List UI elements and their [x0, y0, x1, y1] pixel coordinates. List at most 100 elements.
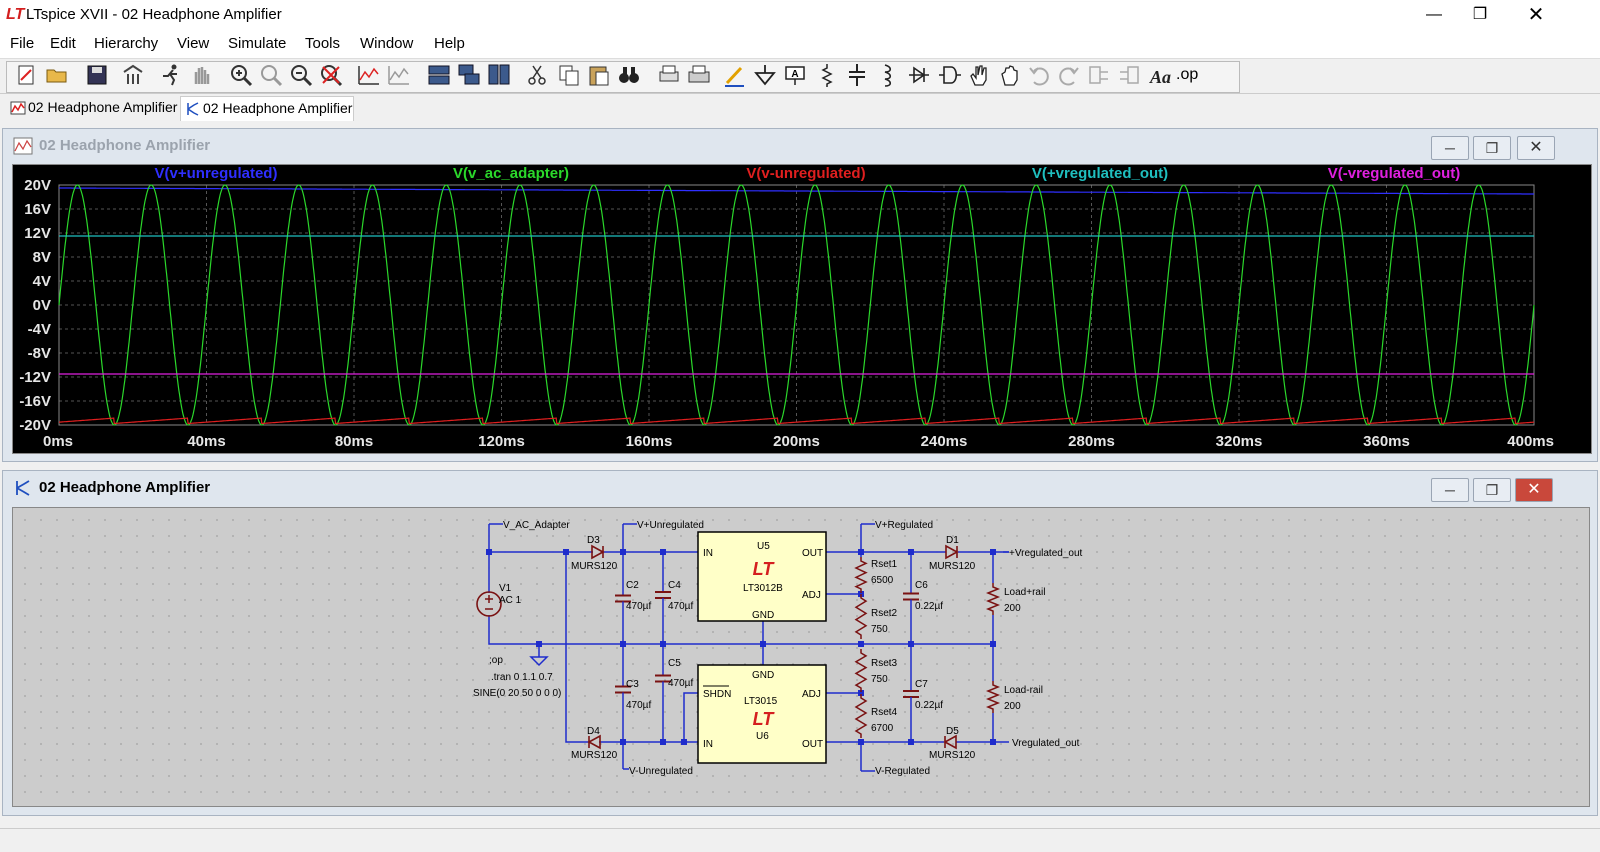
legend-entry[interactable]: V(v-unregulated): [746, 165, 865, 182]
menu-file[interactable]: File: [10, 35, 35, 52]
text-icon[interactable]: Aa: [1148, 62, 1174, 88]
legend-entry[interactable]: V(v_ac_adapter): [453, 165, 569, 182]
component-value: 200: [1004, 603, 1021, 614]
spice-directive-icon[interactable]: .op: [1176, 66, 1199, 83]
run-simulation-icon[interactable]: [158, 62, 184, 88]
capacitor-c6[interactable]: [903, 590, 919, 603]
autoscale-icon[interactable]: [356, 62, 382, 88]
schematic-window-titlebar[interactable]: 02 Headphone Amplifier ─ ❐ ✕: [3, 471, 1597, 505]
junction: [660, 739, 666, 745]
inductor-icon[interactable]: [874, 62, 900, 88]
plot-settings-icon[interactable]: [386, 62, 412, 88]
ic-u6[interactable]: [697, 664, 827, 764]
resistor-rset1[interactable]: [854, 557, 868, 593]
ground-icon[interactable]: [752, 62, 778, 88]
capacitor-c5[interactable]: [655, 668, 671, 689]
resistor-load-negative[interactable]: [985, 681, 1001, 713]
move-icon[interactable]: [966, 62, 992, 88]
copy-icon[interactable]: [556, 62, 582, 88]
tab-waveform[interactable]: 02 Headphone Amplifier: [6, 96, 178, 121]
drag-icon[interactable]: [996, 62, 1022, 88]
tab-schematic[interactable]: 02 Headphone Amplifier: [180, 96, 354, 121]
rotate-icon[interactable]: [1086, 62, 1112, 88]
capacitor-c2[interactable]: [615, 588, 631, 609]
capacitor-c4[interactable]: [655, 583, 671, 607]
maximize-icon[interactable]: ❐: [1472, 6, 1488, 23]
tab-label: 02 Headphone Amplifier: [28, 99, 178, 115]
zoom-cancel-icon[interactable]: [318, 62, 344, 88]
capacitor-c7[interactable]: [903, 687, 919, 701]
zoom-in-icon[interactable]: [228, 62, 254, 88]
capacitor-icon[interactable]: [844, 62, 870, 88]
diode-d4[interactable]: [587, 734, 601, 750]
paste-icon[interactable]: [586, 62, 612, 88]
undo-icon[interactable]: [1026, 62, 1052, 88]
diode-icon[interactable]: [906, 62, 932, 88]
legend-entry[interactable]: V(v+unregulated): [155, 165, 278, 182]
print-icon[interactable]: [686, 62, 712, 88]
open-folder-icon[interactable]: [44, 62, 70, 88]
minimize-icon[interactable]: —: [1426, 6, 1442, 23]
minimize-icon[interactable]: ─: [1431, 136, 1469, 160]
component-value: 470µf: [668, 601, 693, 612]
ic-u5[interactable]: [697, 531, 827, 622]
halt-icon[interactable]: [188, 62, 214, 88]
restore-icon[interactable]: ❐: [1473, 136, 1511, 160]
waveform-window-titlebar[interactable]: 02 Headphone Amplifier ─ ❐ ✕: [3, 129, 1597, 163]
restore-icon[interactable]: ❐: [1473, 478, 1511, 502]
ground-symbol[interactable]: [529, 656, 549, 667]
close-icon[interactable]: ✕: [1517, 136, 1555, 160]
component-ref: D5: [946, 726, 959, 737]
cut-icon[interactable]: [524, 62, 550, 88]
resistor-rset2[interactable]: [854, 594, 868, 639]
component-icon[interactable]: [936, 62, 962, 88]
diode-d3[interactable]: [591, 544, 605, 560]
resistor-rset4[interactable]: [854, 694, 868, 738]
zoom-out-icon[interactable]: [288, 62, 314, 88]
redo-icon[interactable]: [1056, 62, 1082, 88]
tile-horizontal-icon[interactable]: [426, 62, 452, 88]
menu-simulate[interactable]: Simulate: [228, 35, 287, 52]
menu-view[interactable]: View: [177, 35, 210, 52]
component-value: 200: [1004, 701, 1021, 712]
draw-wire-icon[interactable]: [722, 62, 748, 88]
save-icon[interactable]: [84, 62, 110, 88]
menu-hierarchy[interactable]: Hierarchy: [94, 35, 159, 52]
find-icon[interactable]: [616, 62, 642, 88]
resistor-load-positive[interactable]: [985, 583, 1001, 615]
resistor-rset3[interactable]: [854, 649, 868, 692]
junction: [760, 641, 766, 647]
control-panel-icon[interactable]: [120, 62, 146, 88]
diode-d1[interactable]: [945, 544, 959, 560]
new-schematic-icon[interactable]: [14, 62, 40, 88]
resistor-icon[interactable]: [814, 62, 840, 88]
legend-entry[interactable]: V(-vregulated_out): [1328, 165, 1461, 182]
minimize-icon[interactable]: ─: [1431, 478, 1469, 502]
label-net-icon[interactable]: A: [782, 62, 808, 88]
capacitor-c3[interactable]: [615, 679, 631, 700]
tile-vertical-icon[interactable]: [486, 62, 512, 88]
close-icon[interactable]: ✕: [1527, 4, 1545, 26]
junction: [563, 549, 569, 555]
component-value: 750: [871, 674, 888, 685]
voltage-source-v1[interactable]: [476, 591, 502, 617]
cascade-icon[interactable]: [456, 62, 482, 88]
zoom-pan-icon[interactable]: [258, 62, 284, 88]
menu-window[interactable]: Window: [360, 35, 414, 52]
print-preview-icon[interactable]: [656, 62, 682, 88]
mirror-icon[interactable]: [1116, 62, 1142, 88]
legend-entry[interactable]: V(+vregulated_out): [1032, 165, 1168, 182]
menu-edit[interactable]: Edit: [50, 35, 76, 52]
close-icon[interactable]: ✕: [1515, 478, 1553, 502]
diode-d5[interactable]: [943, 734, 957, 750]
status-bar: [0, 828, 1600, 852]
menu-tools[interactable]: Tools: [305, 35, 341, 52]
menu-help[interactable]: Help: [434, 35, 465, 52]
y-tick-label: 12V: [24, 225, 51, 242]
x-tick-label: 400ms: [1507, 433, 1554, 450]
